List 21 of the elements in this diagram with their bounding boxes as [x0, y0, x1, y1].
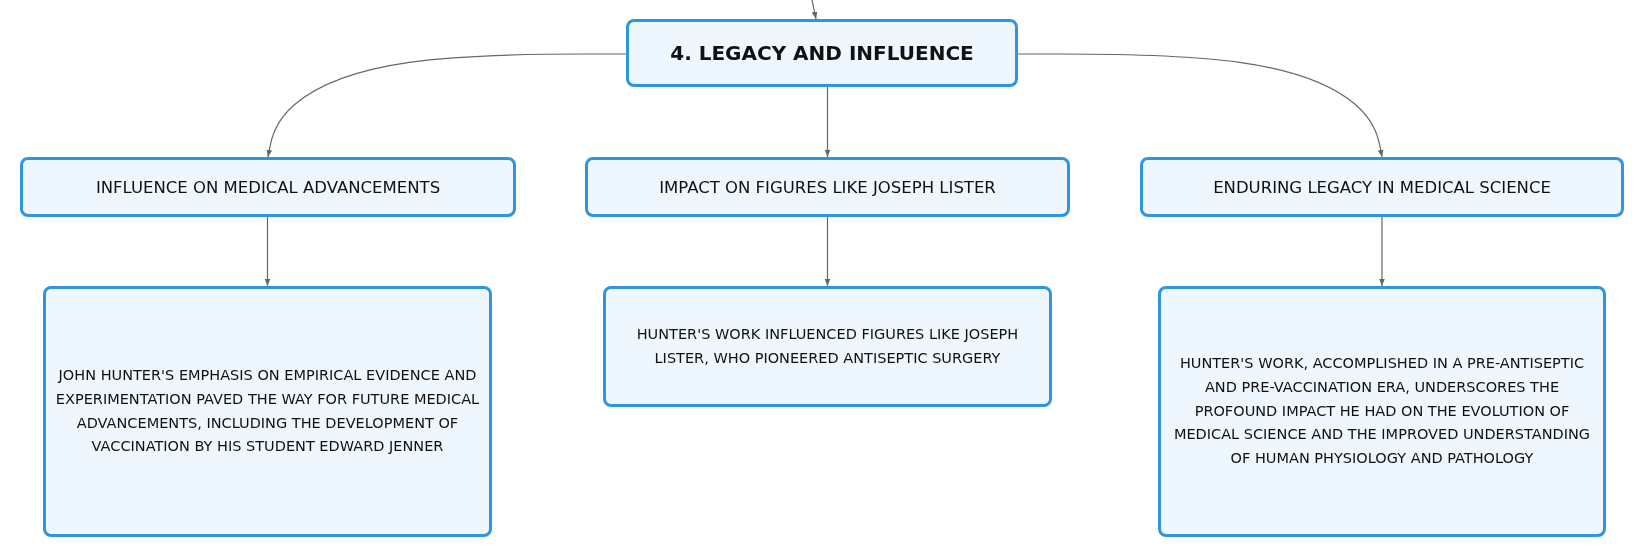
node-text: INFLUENCE ON MEDICAL ADVANCEMENTS	[95, 177, 441, 197]
detail-box	[1158, 286, 1606, 537]
node-text: ENDURING LEGACY IN MEDICAL SCIENCE	[1213, 177, 1551, 197]
subtopic-box	[20, 157, 516, 217]
subtopic-box	[585, 157, 1070, 217]
node-text: HUNTER'S WORK, ACCOMPLISHED IN A PRE-ANTISEPTIC AND PRE-VACCINATION ERA, UNDERSCORES THE PROFOUND IMPACT HE HAD ON THE EVOLUTION OF MEDICAL SCIENCE AND THE IMPROVED UNDERSTANDING OF HUMAN PHYSIOLOGY AND PATHOLOGY	[1172, 353, 1592, 469]
node-text: 4. LEGACY AND INFLUENCE	[670, 41, 974, 65]
node-text: JOHN HUNTER'S EMPHASIS ON EMPIRICAL EVIDENCE AND EXPERIMENTATION PAVED THE WAY FOR FUTURE MEDICAL ADVANCEMENTS, INCLUDING THE DEVELOPMENT OF VACCINATION BY HIS STUDENT EDWARD JENNER	[54, 365, 481, 457]
node-text: HUNTER'S WORK INFLUENCED FIGURES LIKE JOSEPH LISTER, WHO PIONEERED ANTISEPTIC SURGERY	[635, 324, 1020, 368]
arrow	[1017, 53, 1384, 158]
arrow	[266, 53, 627, 158]
detail-box	[43, 286, 492, 537]
arrow	[1379, 216, 1385, 287]
node-text: IMPACT ON FIGURES LIKE JOSEPH LISTER	[659, 177, 996, 197]
arrow	[824, 86, 831, 158]
subtopic-box	[1140, 157, 1624, 217]
arrow	[264, 216, 271, 287]
arrow	[824, 216, 831, 287]
detail-box	[603, 286, 1052, 407]
arrow	[811, 0, 818, 20]
topic-box	[626, 19, 1018, 87]
